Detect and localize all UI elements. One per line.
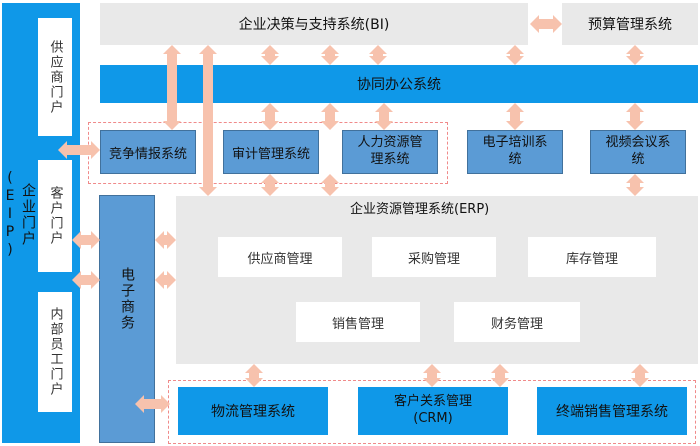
arrow-audit-erp [261, 174, 279, 196]
audit-system: 审计管理系统 [223, 130, 319, 174]
arrow-oa-training [506, 103, 524, 130]
bi-label: 企业决策与支持系统(BI) [238, 17, 390, 33]
arrow-oa-hr [321, 103, 339, 130]
enterprise-portal-title: 企业门户(EIP) [2, 170, 36, 260]
oa-system: 协同办公系统 [100, 65, 698, 103]
employee-portal: 内部员工门户 [38, 292, 72, 412]
finance-management: 财务管理 [454, 302, 580, 342]
arrow-hr-erp [321, 174, 339, 196]
crm-system: 客户关系管理(CRM) [358, 387, 508, 435]
bi-system: 企业决策与支持系统(BI) [100, 3, 528, 45]
arrow-erp-crm-2 [491, 364, 509, 387]
competitive-intel-system: 竞争情报系统 [100, 130, 196, 174]
arrow-bi-oa-4 [506, 45, 524, 65]
logistics-system: 物流管理系统 [178, 387, 328, 435]
arrow-bi-competitive [163, 45, 181, 130]
arrow-erp-terminal [631, 364, 649, 387]
arrow-portal-ecommerce-1 [72, 231, 100, 249]
arrow-erp-crm [423, 364, 441, 387]
purchase-management: 采购管理 [372, 237, 496, 277]
arrow-video-erp [626, 174, 644, 196]
arrow-budget-oa [626, 45, 644, 65]
erp-system [176, 196, 698, 364]
arrow-bi-oa-1 [261, 45, 279, 65]
arrow-ecommerce-logistics [135, 395, 170, 413]
training-system: 电子培训系统 [467, 130, 563, 174]
arrow-portal-ecommerce-2 [72, 271, 100, 289]
arrow-bi-budget [530, 15, 562, 33]
arrow-oa-audit [261, 103, 279, 130]
supplier-management: 供应商管理 [218, 237, 342, 277]
video-conference-system: 视频会议系统 [590, 130, 686, 174]
budget-system: 预算管理系统 [562, 3, 698, 45]
erp-title: 企业资源管理系统(ERP) [350, 202, 490, 217]
arrow-oa-video [626, 103, 644, 130]
arrow-portal-competitive [58, 141, 100, 159]
arrow-bi-erp [199, 45, 217, 196]
sales-management: 销售管理 [296, 302, 420, 342]
oa-label: 协同办公系统 [357, 77, 441, 93]
arrow-bi-oa-2 [321, 45, 339, 65]
inventory-management: 库存管理 [528, 237, 656, 277]
terminal-sales-system: 终端销售管理系统 [537, 387, 687, 435]
arrow-ecommerce-erp-1 [155, 231, 176, 249]
budget-label: 预算管理系统 [588, 17, 672, 33]
arrow-erp-logistics [245, 364, 263, 387]
hr-system: 人力资源管理系统 [342, 130, 438, 174]
customer-portal: 客户门户 [38, 160, 72, 272]
supplier-portal: 供应商门户 [38, 18, 72, 136]
arrow-bi-oa-3 [369, 45, 387, 65]
arrow-oa-hr-2 [375, 103, 393, 130]
arrow-ecommerce-erp-2 [155, 271, 176, 289]
